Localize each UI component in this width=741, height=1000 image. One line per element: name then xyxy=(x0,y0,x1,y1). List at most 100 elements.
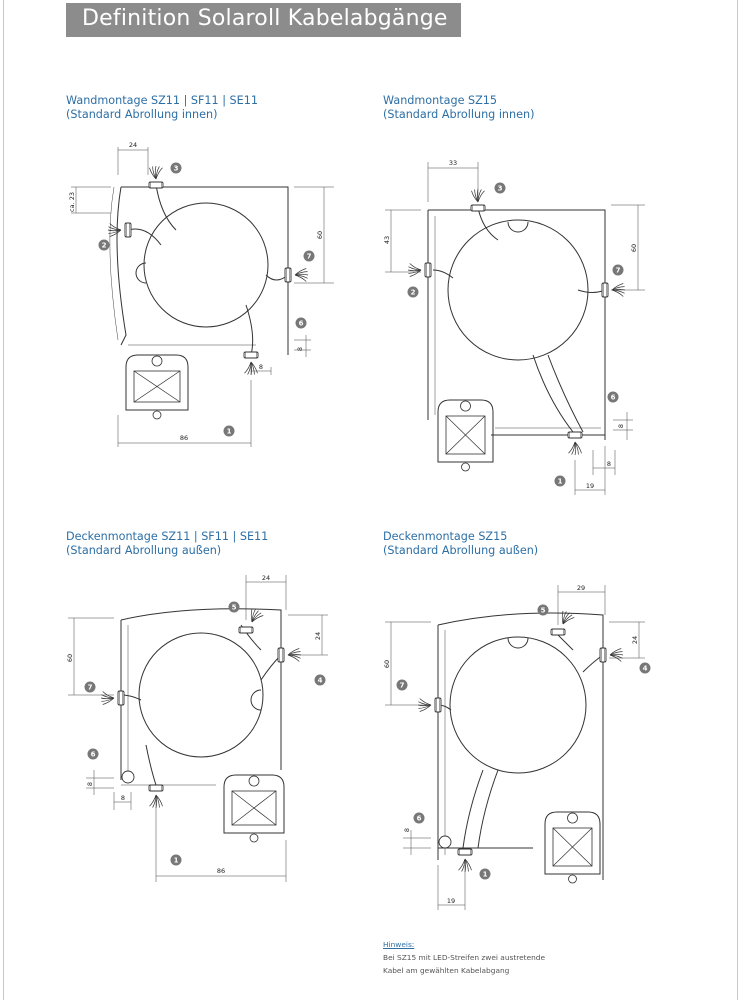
callout-circle xyxy=(228,601,240,613)
callout-number: 7 xyxy=(88,684,93,692)
cable-fan-icon xyxy=(107,223,122,237)
callout-number: 6 xyxy=(417,815,422,823)
dimension-label: ca. 23 xyxy=(68,192,76,212)
cable-channel xyxy=(155,184,177,231)
dimension-label: 24 xyxy=(631,636,639,644)
motor-foot xyxy=(152,410,162,420)
dimension-label: 29 xyxy=(577,584,585,592)
section-subheading: (Standard Abrollung außen) xyxy=(66,544,222,557)
cable-wire xyxy=(409,263,422,271)
profile-top-curve xyxy=(120,608,282,770)
callout-number: 2 xyxy=(411,289,416,297)
cable-wire xyxy=(102,691,115,699)
page-edge-right xyxy=(737,0,738,1000)
page-title-bar: Definition Solaroll Kabelabgänge xyxy=(66,3,461,37)
motor-housing xyxy=(544,811,601,875)
profile-left-curve xyxy=(116,186,127,346)
cable-fan-icon xyxy=(407,263,422,277)
corner-roller xyxy=(438,835,452,849)
cable-wire xyxy=(251,615,264,623)
profile-top-right xyxy=(428,209,606,440)
roller-tube xyxy=(447,219,589,361)
section-heading: Deckenmontage SZ11 | SF11 | SE11 xyxy=(66,530,269,543)
cable-channel xyxy=(547,354,584,433)
motor-clip xyxy=(567,812,578,824)
tube-notch xyxy=(135,262,147,284)
callout-marker: 7 xyxy=(612,264,624,276)
cable-wire xyxy=(609,654,622,662)
callout-marker: 7 xyxy=(303,250,315,262)
callout-number: 6 xyxy=(91,751,96,759)
cable-gland-bottom xyxy=(243,351,259,359)
dimension-label: 8 xyxy=(121,794,125,802)
cable-fan-icon xyxy=(561,610,575,625)
dimension-label: 24 xyxy=(314,632,322,640)
motor-window xyxy=(231,790,277,826)
section-subheading: (Standard Abrollung innen) xyxy=(383,108,535,121)
callout-marker: 5 xyxy=(228,601,240,613)
dimension-label: 24 xyxy=(262,574,270,582)
section-title-wall-sz15: Wandmontage SZ15 (Standard Abrollung inn… xyxy=(383,94,534,122)
callout-number: 5 xyxy=(541,607,546,615)
motor-housing xyxy=(125,354,189,411)
cable-gland-right xyxy=(277,647,285,663)
callout-circle xyxy=(479,868,491,880)
cable-fan-icon xyxy=(458,858,472,873)
callout-number: 6 xyxy=(299,320,304,328)
motor-cross xyxy=(445,415,486,455)
cable-channel xyxy=(245,304,254,356)
motor-foot xyxy=(461,462,470,472)
cable-fan-icon xyxy=(294,268,309,282)
cable-gland-left xyxy=(434,697,442,713)
callout-circle xyxy=(98,239,110,251)
callout-number: 4 xyxy=(318,677,323,685)
dimension-label: 8 xyxy=(403,828,411,832)
callout-circle xyxy=(554,475,566,487)
cable-fan-icon xyxy=(244,361,258,376)
corner-roller xyxy=(121,770,135,784)
callout-number: 3 xyxy=(174,165,179,173)
page-edge-left xyxy=(3,0,4,1000)
callout-circle xyxy=(407,286,419,298)
dimension-label: 86 xyxy=(180,434,188,442)
tube-notch xyxy=(250,689,262,711)
cable-wire xyxy=(244,361,252,374)
callout-number: 1 xyxy=(227,428,232,436)
cable-fan-icon xyxy=(149,794,163,809)
callout-number: 2 xyxy=(102,242,107,250)
cable-gland-right xyxy=(284,267,292,283)
callout-marker: 1 xyxy=(170,854,182,866)
callout-circle xyxy=(87,748,99,760)
callout-number: 1 xyxy=(483,871,488,879)
section-title-wall-sz11: Wandmontage SZ11 | SF11 | SE11 (Standard… xyxy=(66,94,258,122)
motor-foot xyxy=(249,833,259,843)
cable-wire xyxy=(109,223,122,231)
callout-marker: 1 xyxy=(554,475,566,487)
roller-tube xyxy=(138,632,264,758)
section-title-ceiling-sz11: Deckenmontage SZ11 | SF11 | SE11 (Standa… xyxy=(66,530,268,558)
callout-circle xyxy=(413,812,425,824)
section-subheading: (Standard Abrollung innen) xyxy=(66,108,218,121)
callout-circle xyxy=(639,662,651,674)
callout-marker: 4 xyxy=(639,662,651,674)
dimension-label: 86 xyxy=(217,867,225,875)
callout-marker: 4 xyxy=(314,674,326,686)
cable-wire xyxy=(568,441,576,454)
cable-wire xyxy=(155,167,163,180)
dimension-label: 43 xyxy=(383,236,391,244)
note-label: Hinweis: xyxy=(383,940,415,949)
motor-housing xyxy=(437,399,494,463)
dimension-label: 19 xyxy=(586,482,594,490)
motor-cross xyxy=(231,790,277,826)
note-line-1: Bei SZ15 mit LED-Streifen zwei austreten… xyxy=(383,953,546,962)
dimension-label: 33 xyxy=(449,159,457,167)
cable-gland-left xyxy=(124,222,132,238)
cable-fan-icon xyxy=(568,441,582,456)
callout-number: 6 xyxy=(611,394,616,402)
callout-number: 7 xyxy=(400,682,405,690)
section-heading: Deckenmontage SZ15 xyxy=(383,530,508,543)
note-line-2: Kabel am gewählten Kabelabgang xyxy=(383,966,510,975)
callout-marker: 7 xyxy=(84,681,96,693)
cable-gland-top xyxy=(238,626,254,634)
